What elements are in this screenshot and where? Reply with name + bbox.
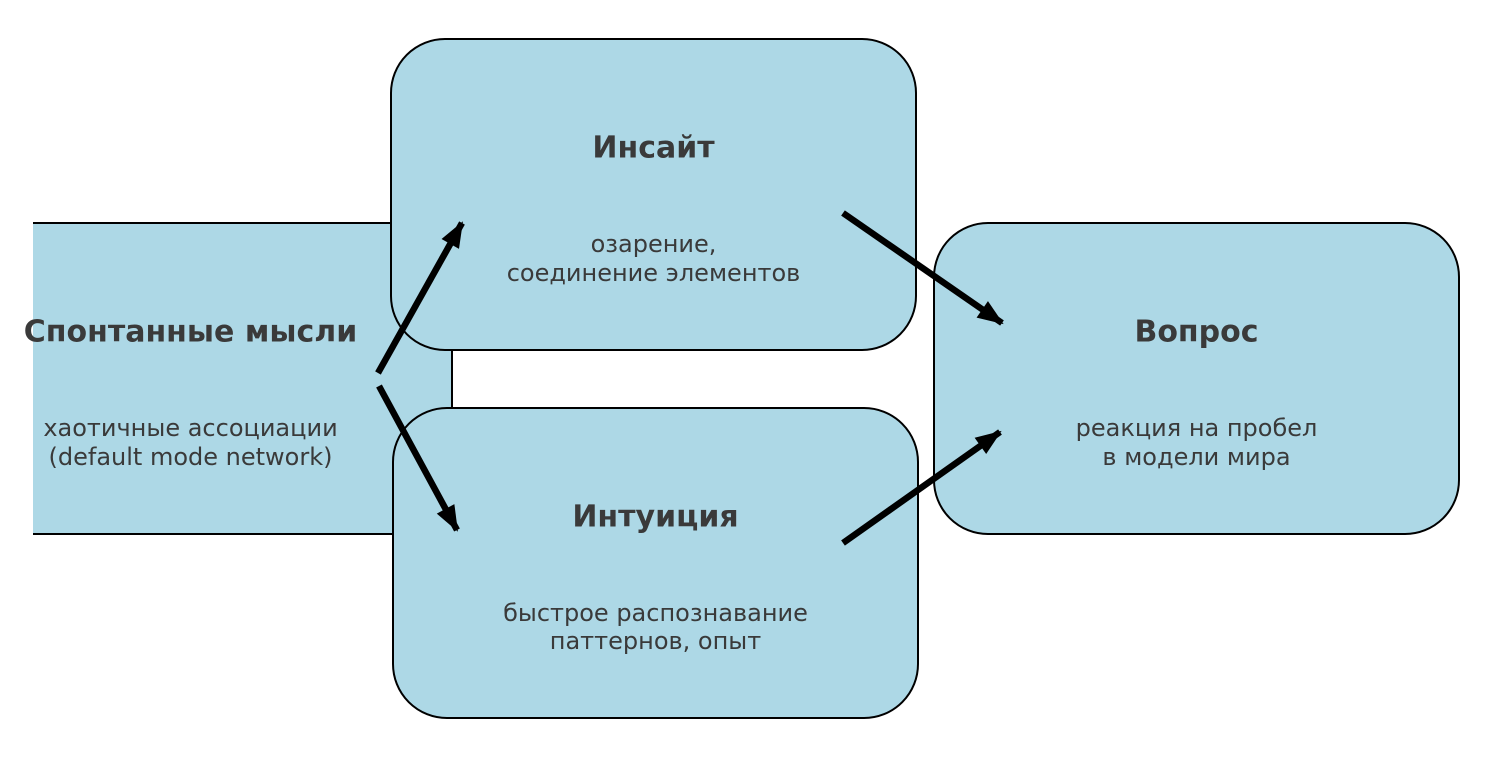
node-question-subtitle: реакция на пробел в модели мира: [1075, 414, 1318, 472]
node-insight: Инсайт озарение, соединение элементов: [390, 38, 917, 351]
node-insight-subtitle: озарение, соединение элементов: [506, 230, 801, 288]
node-question-title: Вопрос: [1134, 314, 1259, 350]
node-spontaneous-thoughts-subtitle: хаотичные ассоциации (default mode netwo…: [43, 414, 338, 472]
node-insight-title: Инсайт: [592, 130, 715, 166]
node-question: Вопрос реакция на пробел в модели мира: [933, 222, 1460, 535]
node-intuition: Интуиция быстрое распознавание паттернов…: [392, 407, 919, 719]
node-spontaneous-thoughts-title: Спонтанные мысли: [23, 314, 358, 350]
node-intuition-subtitle: быстрое распознавание паттернов, опыт: [503, 598, 808, 656]
node-intuition-title: Интуиция: [572, 499, 739, 535]
